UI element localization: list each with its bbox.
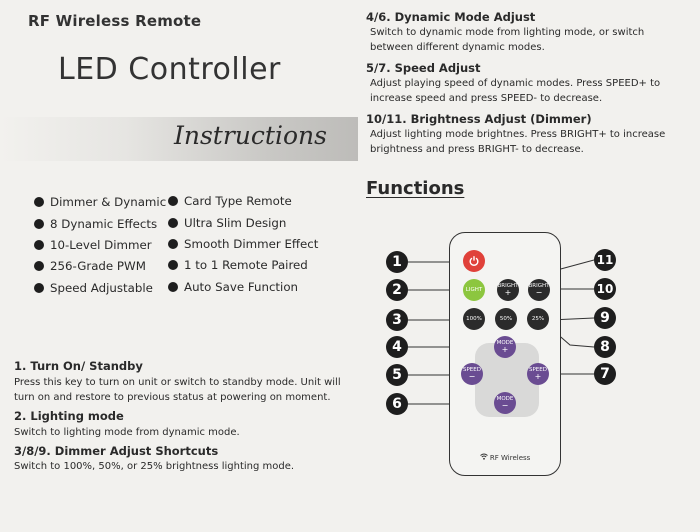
feature-item: Speed Adjustable: [34, 281, 153, 295]
bullet-icon: [168, 282, 178, 292]
title-band: [0, 117, 358, 161]
speed-plus-button[interactable]: SPEED+: [527, 363, 549, 385]
callout-3: 3: [386, 309, 408, 331]
callout-9: 9: [594, 307, 616, 329]
remote-control: BRIGHT+ LIGHT BRIGHT− 100% 50% 25% MODE+…: [449, 232, 561, 476]
callout-6: 6: [386, 393, 408, 415]
functions-heading: Functions: [366, 178, 465, 199]
callout-1: 1: [386, 251, 408, 273]
bullet-icon: [34, 219, 44, 229]
step-heading: 1. Turn On/ Standby: [14, 359, 143, 373]
feature-item: Ultra Slim Design: [168, 216, 286, 230]
bullet-icon: [34, 261, 44, 271]
brightness-25-button[interactable]: 25%: [527, 308, 549, 330]
bullet-icon: [34, 197, 44, 207]
speed-minus-button[interactable]: SPEED−: [461, 363, 483, 385]
callout-5: 5: [386, 364, 408, 386]
step-text: Press this key to turn on unit or switch…: [14, 377, 341, 403]
bullet-icon: [168, 218, 178, 228]
bullet-icon: [168, 260, 178, 270]
step-text: Switch to lighting mode from dynamic mod…: [14, 427, 240, 438]
bright-plus-button[interactable]: BRIGHT+: [497, 279, 519, 301]
callout-4: 4: [386, 336, 408, 358]
feature-item: 1 to 1 Remote Paired: [168, 258, 308, 272]
brightness-100-button[interactable]: 100%: [463, 308, 485, 330]
power-icon: [469, 256, 479, 266]
bullet-icon: [168, 196, 178, 206]
step-heading: 3/8/9. Dimmer Adjust Shortcuts: [14, 444, 219, 458]
callout-11: 11: [594, 249, 616, 271]
step-heading: 2. Lighting mode: [14, 409, 124, 423]
page-title: LED Controller: [58, 52, 281, 87]
feature-item: Smooth Dimmer Effect: [168, 237, 318, 251]
callout-8: 8: [594, 336, 616, 358]
page-subtitle: Instructions: [174, 121, 327, 150]
bullet-icon: [168, 239, 178, 249]
mode-minus-button[interactable]: MODE−: [494, 392, 516, 414]
feature-item: Auto Save Function: [168, 280, 298, 294]
bullet-icon: [34, 283, 44, 293]
feature-item: 8 Dynamic Effects: [34, 217, 157, 231]
feature-item: 10-Level Dimmer: [34, 238, 152, 252]
bullet-icon: [34, 240, 44, 250]
feature-item: Dimmer & Dynamic: [34, 195, 166, 209]
rf-wireless-label: RF Wireless: [450, 453, 560, 462]
brand-heading: RF Wireless Remote: [28, 12, 202, 30]
feature-item: 256-Grade PWM: [34, 259, 146, 273]
bright-minus-button[interactable]: BRIGHT−: [528, 279, 550, 301]
feature-item: Card Type Remote: [168, 194, 292, 208]
brightness-50-button[interactable]: 50%: [495, 308, 517, 330]
step-heading: 4/6. Dynamic Mode Adjust: [366, 10, 536, 24]
power-button[interactable]: [463, 250, 485, 272]
callout-7: 7: [594, 363, 616, 385]
light-button[interactable]: LIGHT: [463, 279, 485, 301]
mode-plus-button[interactable]: MODE+: [494, 336, 516, 358]
callout-2: 2: [386, 279, 408, 301]
callout-10: 10: [594, 278, 616, 300]
step-text: Adjust lighting mode brightnes. Press BR…: [370, 129, 666, 155]
wireless-signal-icon: [479, 453, 488, 460]
step-heading: 5/7. Speed Adjust: [366, 61, 481, 75]
step-heading: 10/11. Brightness Adjust (Dimmer): [366, 112, 592, 126]
step-text: Adjust playing speed of dynamic modes. P…: [370, 78, 661, 104]
step-text: Switch to 100%, 50%, or 25% brightness l…: [14, 461, 295, 472]
step-text: Switch to dynamic mode from lighting mod…: [370, 27, 645, 53]
